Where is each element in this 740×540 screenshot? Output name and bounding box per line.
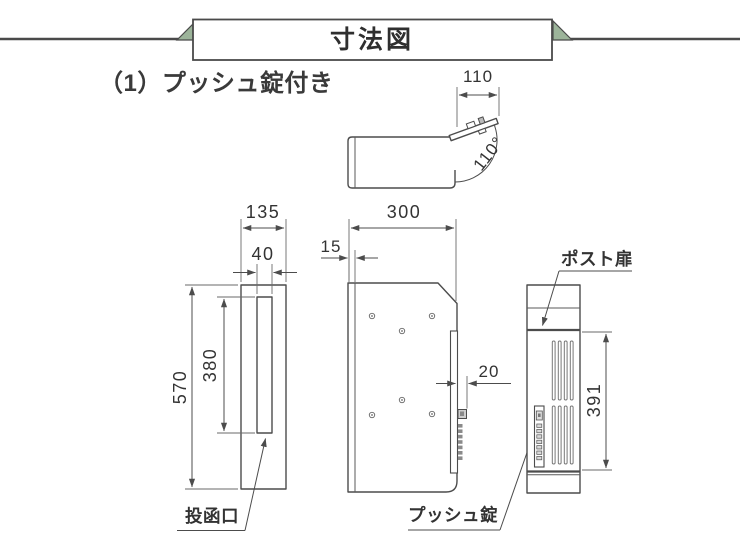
push-lock-keypad — [533, 405, 545, 468]
keypad-buttons — [536, 423, 543, 461]
open-angle-arc — [454, 125, 498, 183]
ribbon-fold-right — [552, 19, 574, 41]
keypad-profile-bumps — [458, 424, 463, 460]
post-door-label: ポスト扉 — [561, 249, 633, 269]
top-view: 110 110° — [347, 67, 508, 189]
dim-135-label: 135 — [246, 202, 281, 222]
vent-slots-lower — [551, 405, 574, 465]
dim-391-label: 391 — [584, 383, 604, 418]
leader-line-slot — [244, 438, 267, 531]
open-lid — [448, 116, 499, 142]
lid-latch — [465, 120, 477, 130]
mail-slot — [256, 296, 273, 434]
front-view: 135 40 570 380 投函口 — [170, 202, 297, 531]
lid-hook — [477, 127, 487, 135]
dim-40-label: 40 — [251, 244, 274, 264]
push-lock-label: プッシュ錠 — [408, 505, 498, 525]
lid-knob — [477, 116, 486, 125]
door-edge-profile — [449, 330, 459, 474]
page-title: 寸法図 — [330, 26, 414, 54]
vent-slots-upper — [551, 340, 574, 401]
dim-20-label: 20 — [479, 362, 500, 381]
side-view-body — [347, 282, 458, 493]
dim-300-label: 300 — [387, 202, 422, 222]
top-view-body — [347, 136, 456, 189]
side-view: 300 15 20 プッシュ錠 — [321, 202, 535, 531]
title-banner-box — [192, 18, 553, 61]
open-angle-label: 110° — [470, 133, 508, 175]
leader-line-door — [541, 270, 560, 326]
mail-slot-label: 投函口 — [185, 506, 239, 526]
push-lock-knob-detail — [460, 411, 464, 416]
dim-570-label: 570 — [170, 370, 190, 405]
ribbon-header: 寸法図 — [0, 18, 740, 61]
section-heading: （1）プッシュ錠付き — [99, 69, 333, 97]
dim-15-label: 15 — [321, 237, 342, 256]
door-view: ポスト扉 391 — [526, 249, 633, 494]
mounting-holes — [368, 312, 436, 419]
dim-380-label: 380 — [200, 348, 220, 383]
dim-110-label: 110 — [463, 67, 493, 86]
